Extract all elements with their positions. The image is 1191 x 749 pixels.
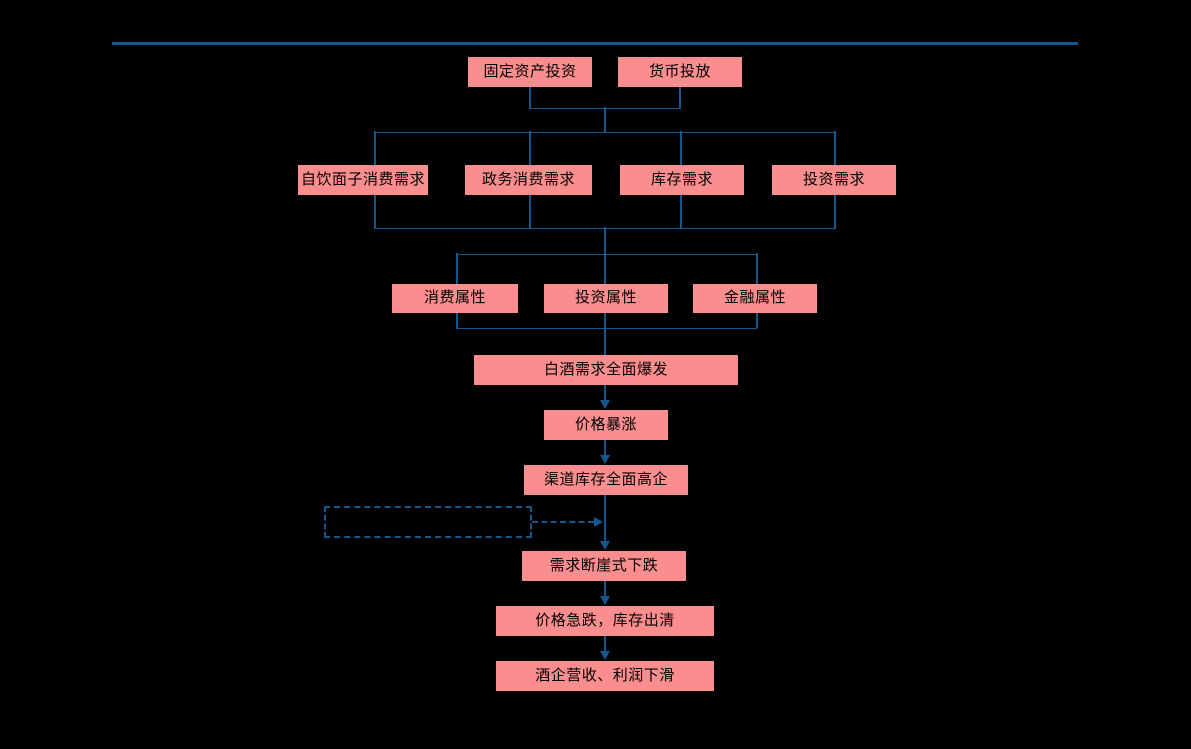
connector-row2-drop-2 (529, 131, 531, 165)
connector-row3-merge-bar (456, 327, 757, 329)
connector-row2-merge-stem (604, 227, 606, 254)
node-fixed-asset-investment[interactable]: 固定资产投资 (468, 57, 592, 87)
node-label: 价格急跌，库存出清 (535, 612, 675, 629)
node-inventory-demand[interactable]: 库存需求 (620, 165, 744, 195)
connector-row2-drop-1 (374, 131, 376, 165)
arrow-feedback-into-chain (594, 517, 603, 527)
connector-row3-rise-2 (604, 313, 606, 328)
node-label: 库存需求 (650, 171, 713, 188)
node-label: 需求断崖式下跌 (549, 557, 659, 574)
node-label: 投资需求 (802, 171, 865, 188)
node-demand-cliff-drop[interactable]: 需求断崖式下跌 (522, 551, 686, 581)
connector-row2-drop-4 (834, 131, 836, 165)
connector-row3-rise-3 (756, 313, 758, 328)
node-label: 渠道库存全面高企 (543, 471, 668, 488)
node-label: 白酒需求全面爆发 (543, 361, 668, 378)
connector-row3-drop-1 (456, 253, 458, 284)
node-label: 自饮面子消费需求 (300, 171, 425, 188)
connector-row1-merge-stem (604, 107, 606, 133)
node-label: 投资属性 (574, 290, 637, 306)
feedback-dash-connector (532, 521, 594, 523)
connector-fixed-asset-down (529, 87, 531, 109)
connector-baijiu-to-price-surge (604, 385, 606, 402)
node-label: 价格暴涨 (574, 416, 637, 433)
connector-row2-rise-3 (680, 195, 682, 229)
node-price-surge[interactable]: 价格暴涨 (544, 410, 668, 440)
connector-row2-rise-4 (834, 195, 836, 229)
node-label: 酒企营收、利润下滑 (535, 667, 675, 684)
header-rule (112, 42, 1078, 45)
arrow-baijiu-to-price-surge (600, 400, 610, 409)
node-label: 政务消费需求 (481, 171, 575, 188)
connector-money-supply-down (679, 87, 681, 109)
connector-demand-drop-to-price-plunge (604, 581, 606, 598)
node-label: 货币投放 (648, 63, 711, 80)
feedback-dashed-loop[interactable] (324, 506, 532, 538)
node-baijiu-demand-full-explosion[interactable]: 白酒需求全面爆发 (474, 355, 738, 385)
node-price-plunge-inventory-clear[interactable]: 价格急跌，库存出清 (496, 606, 714, 636)
arrow-price-surge-to-inventory (600, 455, 610, 464)
node-investment-demand[interactable]: 投资需求 (772, 165, 896, 195)
connector-price-surge-to-inventory (604, 440, 606, 457)
arrow-inventory-to-demand-drop (600, 541, 610, 550)
connector-row2-rise-1 (374, 195, 376, 229)
connector-price-plunge-to-revenue-decline (604, 636, 606, 653)
connector-row3-distribute-bar (456, 253, 757, 255)
node-money-supply[interactable]: 货币投放 (618, 57, 742, 87)
node-label: 固定资产投资 (483, 63, 577, 80)
node-consumption-attribute[interactable]: 消费属性 (392, 284, 518, 313)
node-self-drinking-face-consumption-demand[interactable]: 自饮面子消费需求 (298, 165, 428, 195)
node-government-consumption-demand[interactable]: 政务消费需求 (465, 165, 592, 195)
node-label: 消费属性 (423, 290, 486, 306)
connector-row2-distribute-bar (374, 131, 835, 133)
connector-row3-drop-3 (756, 253, 758, 284)
connector-row3-merge-stem (604, 327, 606, 355)
connector-row3-drop-2 (604, 253, 606, 284)
node-investment-attribute[interactable]: 投资属性 (544, 284, 668, 313)
connector-row3-rise-1 (456, 313, 458, 328)
arrow-demand-drop-to-price-plunge (600, 596, 610, 605)
connector-row2-rise-2 (529, 195, 531, 229)
node-financial-attribute[interactable]: 金融属性 (693, 284, 817, 313)
arrow-price-plunge-to-revenue-decline (600, 651, 610, 660)
node-label: 金融属性 (723, 290, 786, 306)
connector-row2-drop-3 (680, 131, 682, 165)
connector-inventory-to-demand-drop (604, 495, 606, 543)
node-liquor-revenue-profit-decline[interactable]: 酒企营收、利润下滑 (496, 661, 714, 691)
node-channel-inventory-high[interactable]: 渠道库存全面高企 (524, 465, 688, 495)
